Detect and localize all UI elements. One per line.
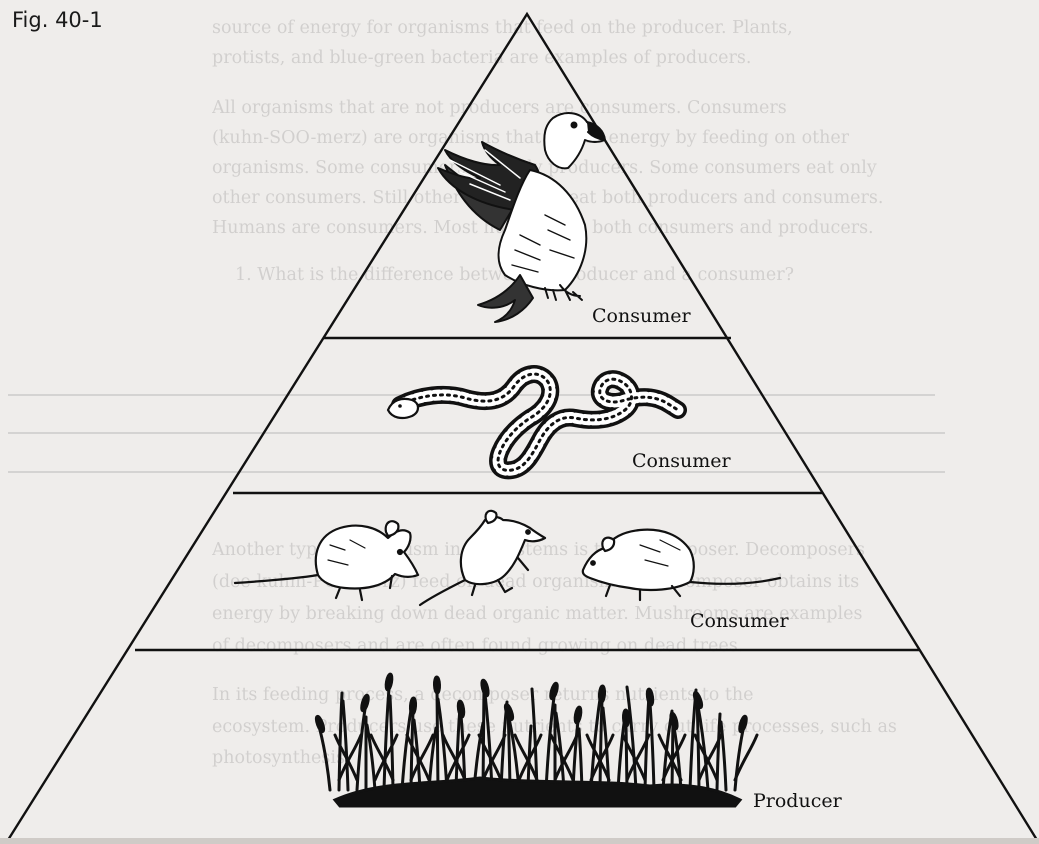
grass-blade <box>721 722 726 790</box>
page-edge-shadow <box>0 838 1039 844</box>
grass-blade <box>357 709 365 790</box>
tier-label-primary-consumer: Consumer <box>690 610 789 632</box>
grass-blade <box>645 695 649 790</box>
grass-blade <box>384 688 389 790</box>
grass-blade <box>456 707 460 790</box>
mice-icon <box>235 511 780 605</box>
grass-blade <box>650 703 654 790</box>
grass-seedhead <box>410 698 416 714</box>
grass-seedhead <box>623 710 629 726</box>
grass-blade <box>618 716 625 790</box>
grass-blade <box>672 719 673 790</box>
mouse-middle <box>420 511 545 605</box>
tier-label-tertiary-consumer: Consumer <box>592 305 691 327</box>
figure-label: Fig. 40-1 <box>12 8 103 32</box>
grass-blade <box>343 701 348 790</box>
grass-blade <box>320 730 330 790</box>
tier-label-secondary-consumer: Consumer <box>632 450 731 472</box>
grass-blade <box>735 730 743 790</box>
grass-blade <box>600 700 602 790</box>
mouse-left <box>235 521 418 600</box>
grass-seedhead <box>738 716 747 733</box>
grass-seedhead <box>385 674 393 691</box>
grass-seedhead <box>434 677 440 693</box>
grass-seedhead <box>574 707 582 724</box>
grass-seedhead <box>549 683 558 700</box>
grass-icon <box>315 674 757 806</box>
grass-seedhead <box>360 695 369 712</box>
grass-blade <box>546 697 554 790</box>
eagle-icon <box>438 113 605 322</box>
grass-seedhead <box>599 686 605 702</box>
grass-seedhead <box>457 701 464 718</box>
mouse-right <box>583 530 780 600</box>
grass-seedhead <box>646 689 653 706</box>
grass-seedhead <box>315 716 325 733</box>
tier-label-producer: Producer <box>753 790 842 812</box>
grass-seedhead <box>481 680 490 697</box>
grass-blade <box>690 690 696 790</box>
